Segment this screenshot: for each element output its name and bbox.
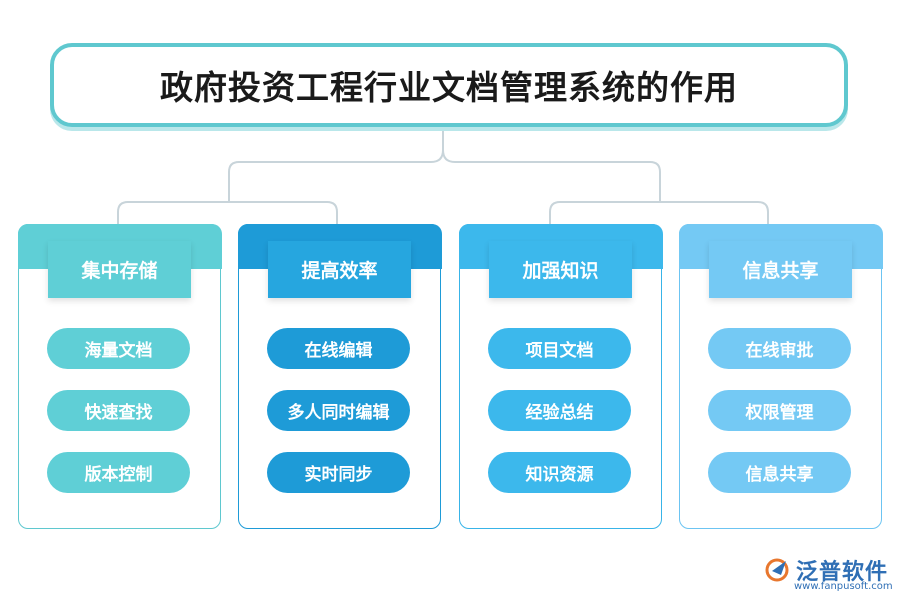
logo-url: www.fanpusoft.com xyxy=(794,581,893,592)
connector-right-branch xyxy=(549,186,769,224)
column-heading: 加强知识 xyxy=(489,241,632,298)
column-heading: 信息共享 xyxy=(709,241,852,298)
column-heading: 集中存储 xyxy=(48,241,191,298)
brand-logo: 泛普软件 www.fanpusoft.com xyxy=(764,553,894,595)
item-pill: 实时同步 xyxy=(267,452,410,493)
title-box: 政府投资工程行业文档管理系统的作用 xyxy=(50,43,848,127)
item-pill: 经验总结 xyxy=(488,390,631,431)
item-pill: 快速查找 xyxy=(47,390,190,431)
item-pill: 信息共享 xyxy=(708,452,851,493)
column-efficiency: 提高效率 在线编辑 多人同时编辑 实时同步 xyxy=(237,223,442,529)
item-pill: 多人同时编辑 xyxy=(267,390,410,431)
item-pill: 项目文档 xyxy=(488,328,631,369)
logo-name: 泛普软件 xyxy=(796,560,889,585)
item-pill: 海量文档 xyxy=(47,328,190,369)
item-pill: 版本控制 xyxy=(47,452,190,493)
column-storage: 集中存储 海量文档 快速查找 版本控制 xyxy=(17,223,222,529)
connector-left-branch xyxy=(117,186,338,224)
column-sharing: 信息共享 在线审批 权限管理 信息共享 xyxy=(678,223,883,529)
connector-trunk xyxy=(228,127,444,186)
item-pill: 权限管理 xyxy=(708,390,851,431)
column-heading: 提高效率 xyxy=(268,241,411,298)
item-pill: 在线审批 xyxy=(708,328,851,369)
column-knowledge: 加强知识 项目文档 经验总结 知识资源 xyxy=(458,223,663,529)
connector-trunk-right xyxy=(442,149,661,186)
item-pill: 在线编辑 xyxy=(267,328,410,369)
diagram-title: 政府投资工程行业文档管理系统的作用 xyxy=(160,68,738,107)
logo-icon xyxy=(765,558,789,582)
item-pill: 知识资源 xyxy=(488,452,631,493)
